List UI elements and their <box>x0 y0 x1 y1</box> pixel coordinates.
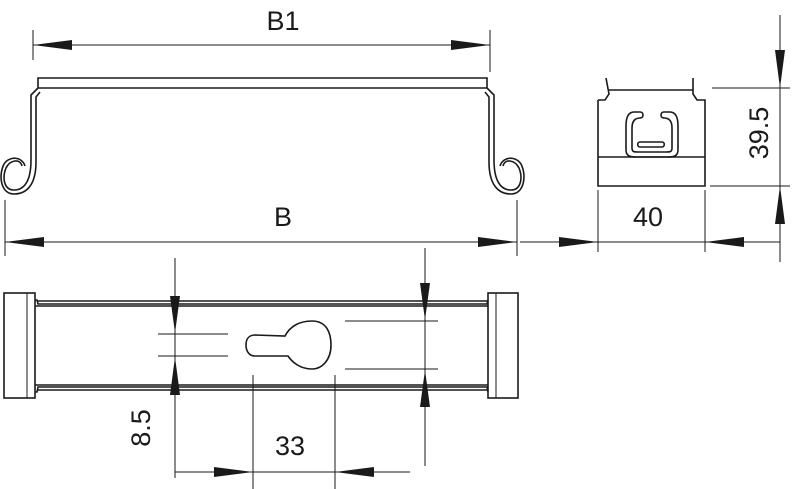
spacing-arrow-left <box>214 467 253 477</box>
slot-height-label: 8.5 <box>126 409 156 447</box>
side-view: 39.5 40 <box>520 15 790 262</box>
end-cap-right <box>487 292 519 399</box>
width-arrow-left <box>559 237 598 247</box>
b1-label: B1 <box>266 6 299 36</box>
b1-arrow-right <box>451 40 490 50</box>
slot-arrow-bottom <box>170 357 180 395</box>
b-arrow-right <box>478 237 517 247</box>
spacing-label: 33 <box>275 431 305 461</box>
keyhole-slot <box>245 320 332 370</box>
side-outline <box>597 77 706 187</box>
width-arrow-right <box>705 237 744 247</box>
hole-arrow-bottom <box>420 370 430 407</box>
top-view: 8.5 33 <box>3 248 519 489</box>
height-arrow-bottom <box>775 186 785 224</box>
clip-shape <box>625 111 679 158</box>
b1-arrow-left <box>33 40 72 50</box>
spacing-arrow-right <box>335 467 374 477</box>
b-label: B <box>274 202 292 232</box>
hole-arrow-top <box>420 283 430 320</box>
b-arrow-left <box>5 237 44 247</box>
bracket-outline <box>0 77 525 195</box>
front-view: B1 B <box>0 6 525 256</box>
height-arrow-top <box>775 50 785 88</box>
end-cap-left <box>3 292 36 399</box>
width-label: 40 <box>633 202 663 232</box>
slot-arrow-top <box>170 296 180 333</box>
rails <box>35 299 489 393</box>
height-label: 39.5 <box>744 107 774 160</box>
